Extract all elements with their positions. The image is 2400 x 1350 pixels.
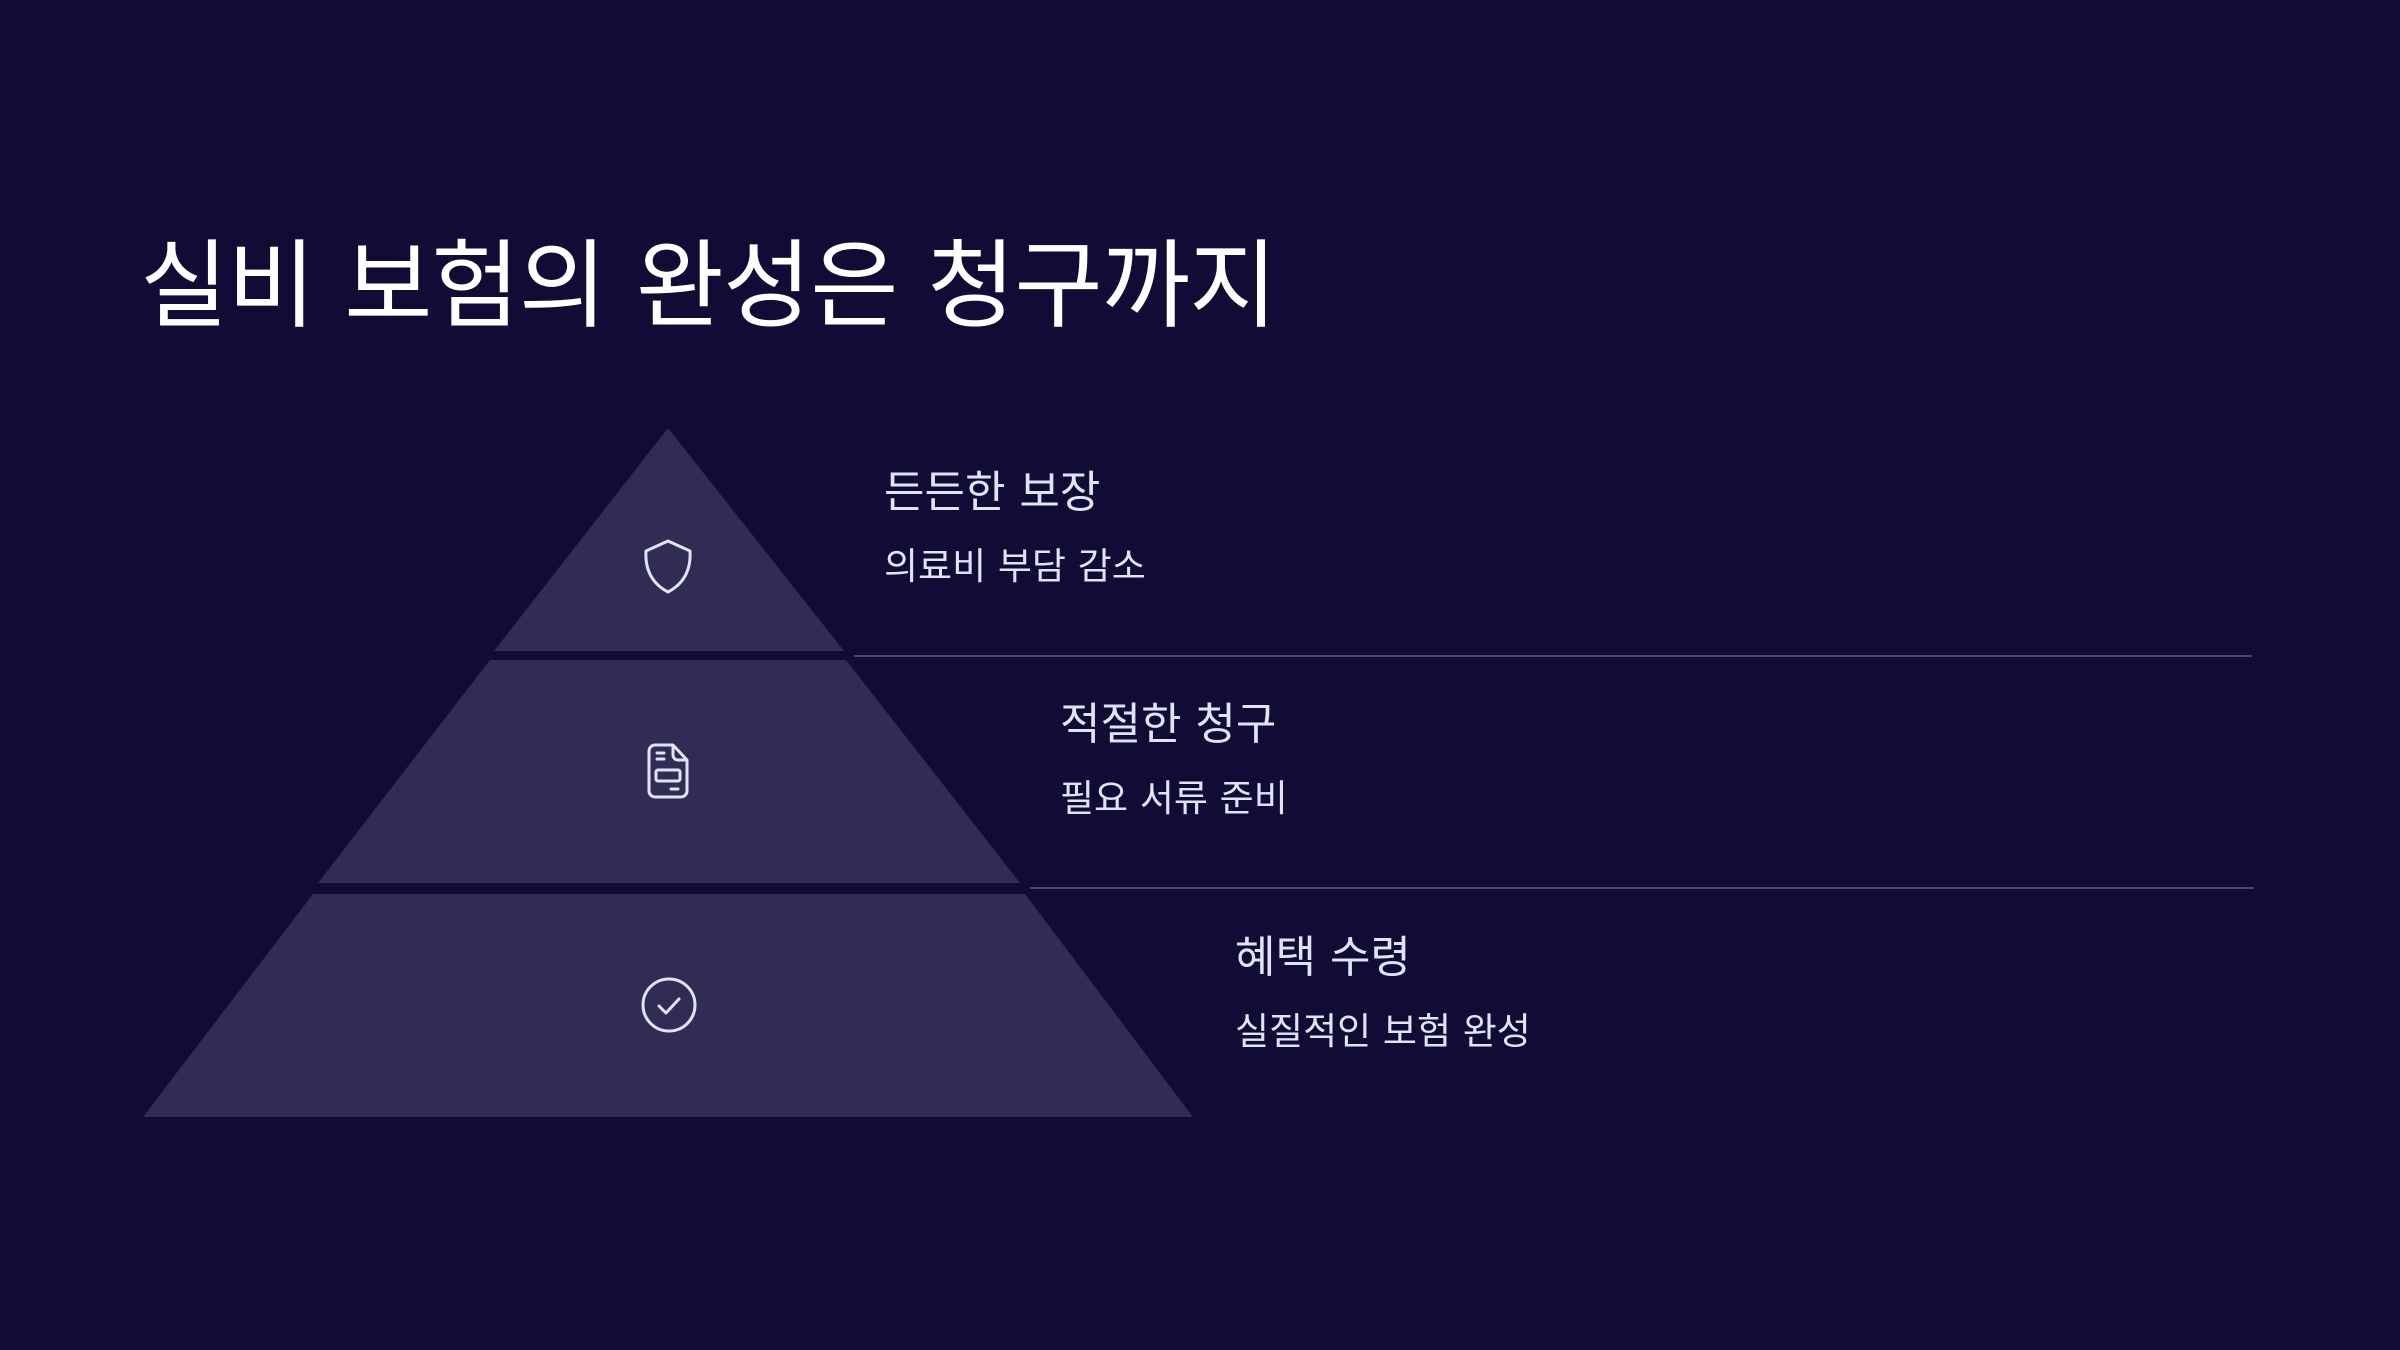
tier-1-description: 의료비 부담 감소 <box>884 545 1146 588</box>
pyramid-tier-1 <box>494 428 844 651</box>
shield-icon <box>644 539 692 594</box>
tier-3-text: 혜택 수령 실질적인 보험 완성 <box>1235 930 1531 1056</box>
tier-2-heading: 적절한 청구 <box>1060 699 1277 750</box>
document-icon <box>647 743 689 799</box>
tier-2-text: 적절한 청구 필요 서류 준비 <box>1060 697 1288 823</box>
check-circle-icon <box>641 977 697 1033</box>
tier-1-heading: 든든한 보장 <box>884 467 1101 518</box>
tier-1-text: 든든한 보장 의료비 부담 감소 <box>884 465 1146 591</box>
tier-3-description: 실질적인 보험 완성 <box>1235 1010 1531 1053</box>
tier-2-description: 필요 서류 준비 <box>1060 777 1288 820</box>
tier-divider-1 <box>854 655 2252 657</box>
pyramid-tier-3 <box>143 894 1193 1117</box>
tier-3-heading: 혜택 수령 <box>1235 932 1411 983</box>
slide-title: 실비 보험의 완성은 청구까지 <box>140 230 1277 342</box>
tier-divider-2 <box>1030 887 2254 889</box>
